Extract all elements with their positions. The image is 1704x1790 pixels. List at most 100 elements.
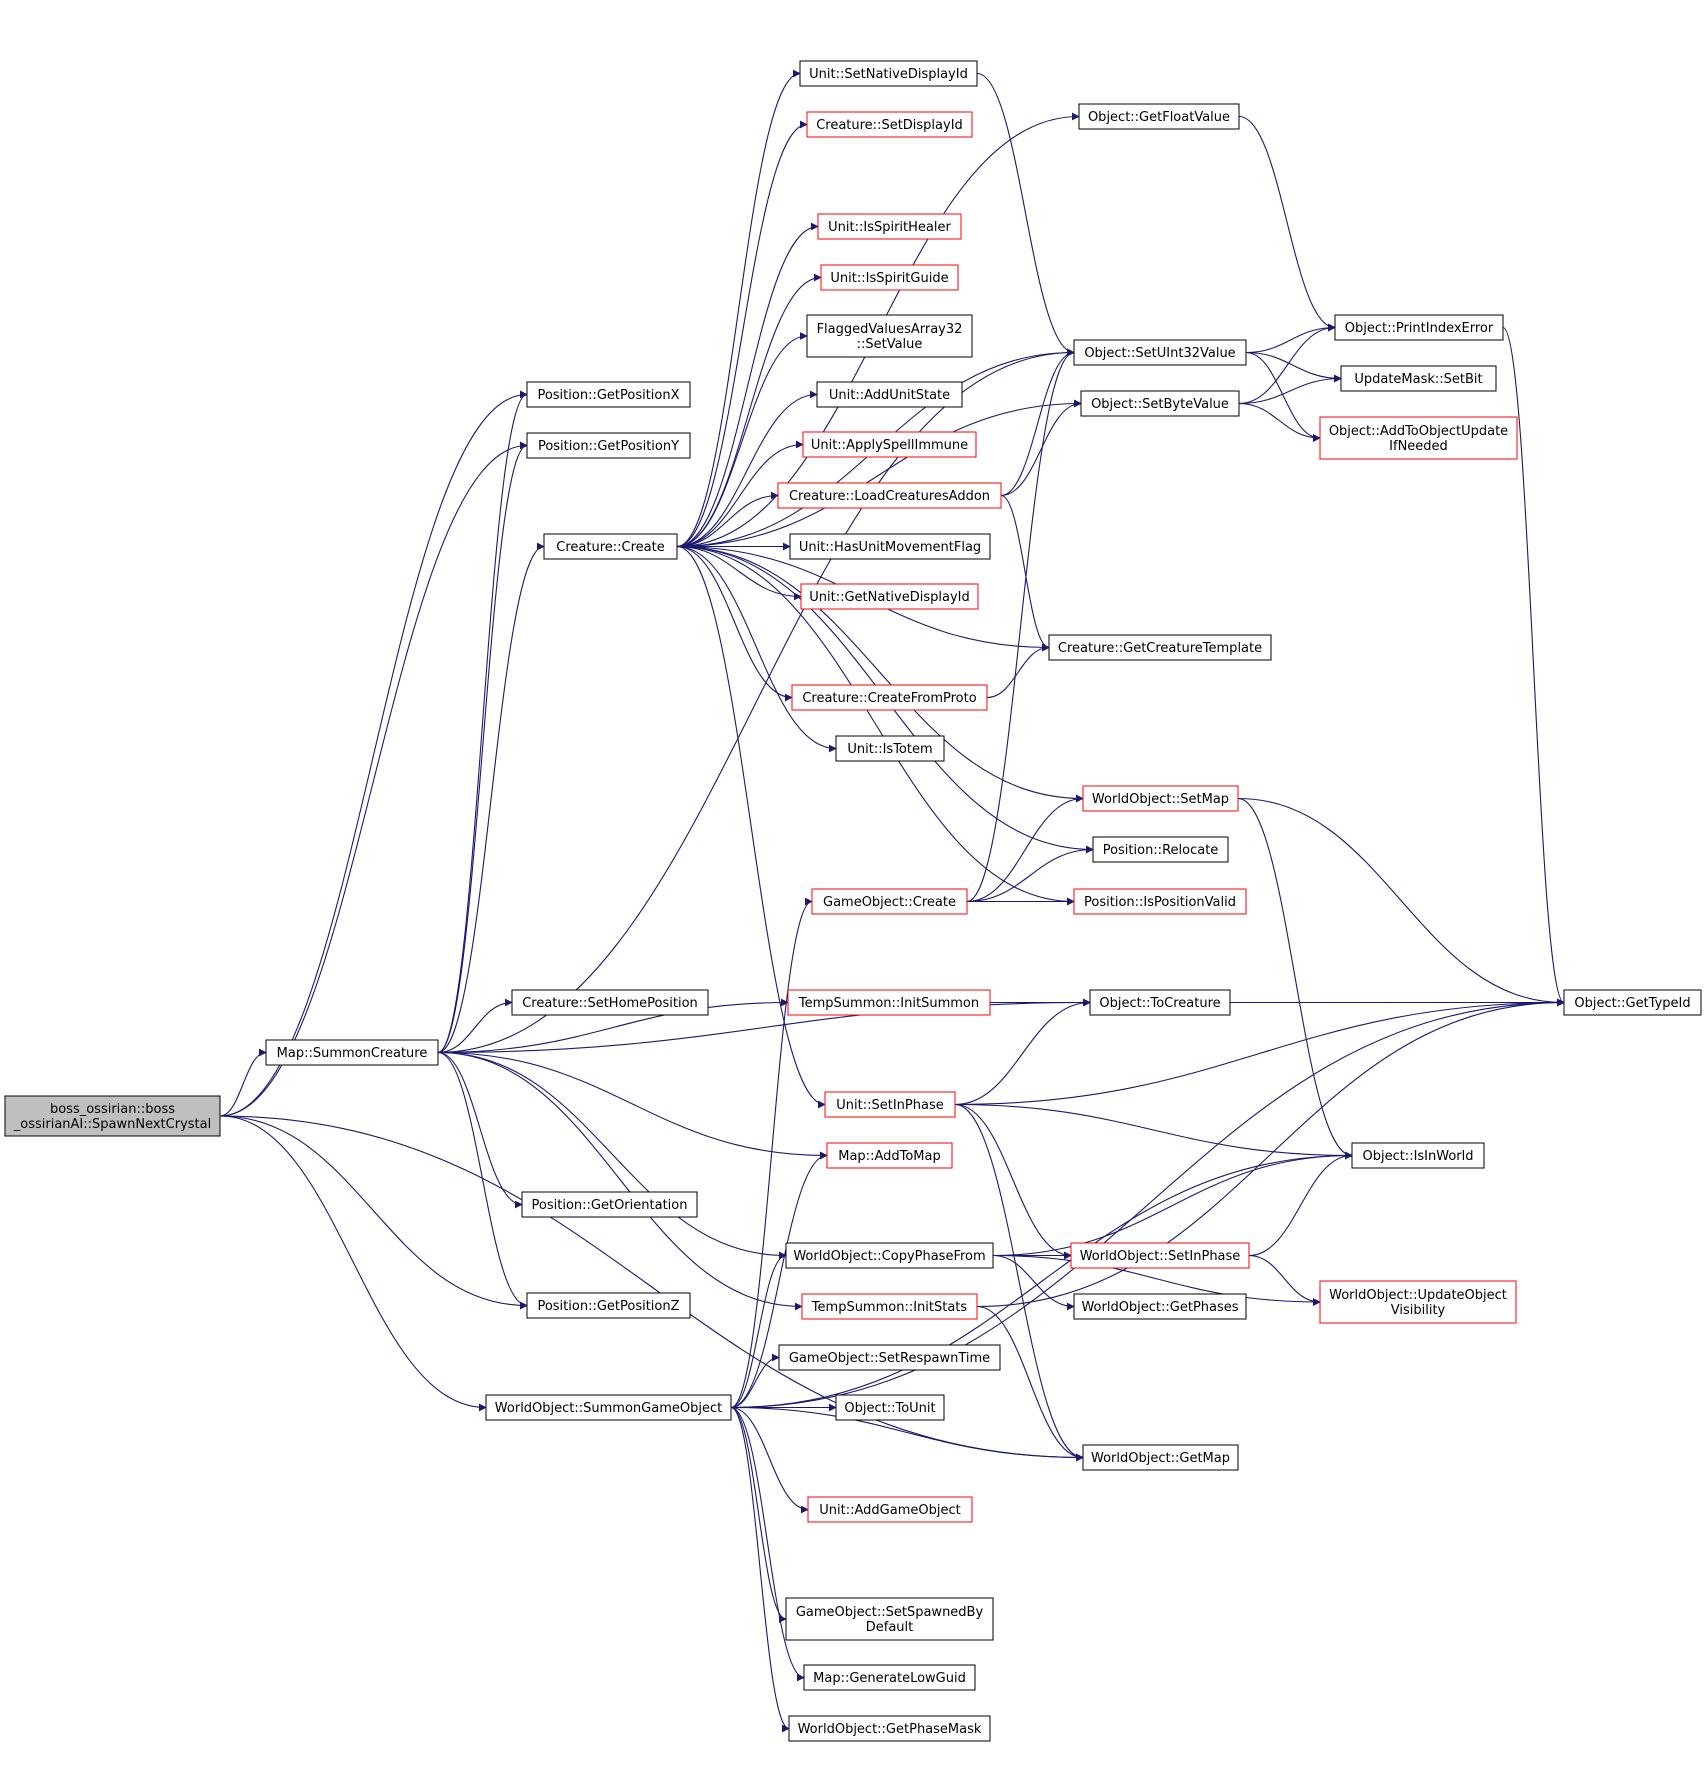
node-label: IfNeeded <box>1389 439 1448 454</box>
node-unit-set-in-phase[interactable]: Unit::SetInPhase <box>824 1091 956 1118</box>
node-get-phases[interactable]: WorldObject::GetPhases <box>1073 1293 1247 1320</box>
edge-path <box>1000 494 1050 652</box>
node-label: Object::IsInWorld <box>1362 1149 1473 1164</box>
edge-path <box>730 1406 805 1682</box>
node-is-spirit-guide[interactable]: Unit::IsSpiritGuide <box>820 264 959 291</box>
node-is-spirit-healer[interactable]: Unit::IsSpiritHealer <box>817 213 962 240</box>
edge-path <box>676 545 837 753</box>
node-is-in-world[interactable]: Object::IsInWorld <box>1351 1142 1485 1169</box>
node-creature-create[interactable]: Creature::Create <box>543 533 678 560</box>
node-copy-phase[interactable]: WorldObject::CopyPhaseFrom <box>785 1242 994 1269</box>
node-label: Unit::SetInPhase <box>836 1098 943 1113</box>
call-edge-set_byte-to-add_update <box>1238 402 1321 442</box>
node-label: Creature::SetDisplayId <box>816 118 963 133</box>
node-get-native-display[interactable]: Unit::GetNativeDisplayId <box>800 583 979 610</box>
node-get-creature-tpl[interactable]: Creature::GetCreatureTemplate <box>1048 634 1272 661</box>
node-map-summon[interactable]: Map::SummonCreature <box>265 1039 439 1066</box>
edge-path <box>219 441 528 1117</box>
node-load-addon[interactable]: Creature::LoadCreaturesAddon <box>777 482 1002 509</box>
edge-path <box>1000 348 1075 497</box>
node-box <box>789 533 991 560</box>
node-to-creature[interactable]: Object::ToCreature <box>1089 989 1231 1016</box>
node-wo-summon-go[interactable]: WorldObject::SummonGameObject <box>485 1394 732 1421</box>
node-gen-low-guid[interactable]: Map::GenerateLowGuid <box>803 1664 976 1691</box>
node-to-unit[interactable]: Object::ToUnit <box>835 1394 945 1421</box>
node-label: Position::GetPositionZ <box>537 1299 679 1314</box>
node-label: TempSummon::InitStats <box>811 1300 968 1315</box>
node-get-float[interactable]: Object::GetFloatValue <box>1078 103 1240 130</box>
edge-path <box>676 545 793 702</box>
call-edge-creature_create-to-create_from_proto <box>676 545 793 702</box>
node-set-uint32[interactable]: Object::SetUInt32Value <box>1073 339 1247 366</box>
node-box <box>785 1597 994 1641</box>
node-pos-y[interactable]: Position::GetPositionY <box>526 432 691 459</box>
edge-path <box>730 1406 787 1623</box>
node-is-totem[interactable]: Unit::IsTotem <box>835 735 945 762</box>
node-get-map[interactable]: WorldObject::GetMap <box>1082 1444 1239 1471</box>
node-init-stats[interactable]: TempSummon::InitStats <box>801 1293 978 1320</box>
call-edge-set_uint32-to-add_update <box>1245 351 1321 442</box>
node-has-move-flag[interactable]: Unit::HasUnitMovementFlag <box>789 533 991 560</box>
node-label: WorldObject::GetPhases <box>1081 1300 1238 1315</box>
call-edge-unit_set_in_phase-to-is_in_world <box>954 1103 1353 1160</box>
node-box <box>824 1091 956 1118</box>
node-create-from-proto[interactable]: Creature::CreateFromProto <box>791 684 988 711</box>
node-pos-x[interactable]: Position::GetPositionX <box>526 381 691 408</box>
call-edge-load_addon-to-get_creature_tpl <box>1000 494 1050 652</box>
node-label: Object::AddToObjectUpdate <box>1329 424 1508 439</box>
node-add-unit-state[interactable]: Unit::AddUnitState <box>816 381 963 408</box>
node-get-phase-mask[interactable]: WorldObject::GetPhaseMask <box>788 1715 991 1742</box>
call-edge-map_summon-to-creature_create <box>437 542 545 1054</box>
edge-path <box>676 545 1084 803</box>
node-pos-o[interactable]: Position::GetOrientation <box>521 1191 698 1218</box>
call-edge-go_create-to-set_uint32 <box>966 348 1075 903</box>
node-set-home[interactable]: Creature::SetHomePosition <box>511 989 709 1016</box>
node-box <box>1048 634 1272 661</box>
call-edge-wo_summon_go-to-set_spawned_default <box>730 1406 787 1623</box>
call-edge-root-to-wo_summon_go <box>219 1115 487 1412</box>
edge-path <box>1248 1151 1353 1257</box>
node-label: Object::ToUnit <box>844 1401 935 1416</box>
node-label: _ossirianAI::SpawnNextCrystal <box>13 1117 211 1132</box>
node-label: GameObject::SetRespawnTime <box>789 1351 990 1366</box>
node-is-pos-valid[interactable]: Position::IsPositionValid <box>1073 888 1247 915</box>
edge-path <box>1245 351 1342 383</box>
edge-path <box>1237 797 1353 1160</box>
node-box <box>791 684 988 711</box>
node-label: TempSummon::InitSummon <box>798 996 979 1011</box>
node-set-bit[interactable]: UpdateMask::SetBit <box>1340 365 1497 392</box>
node-label: Creature::GetCreatureTemplate <box>1058 641 1262 656</box>
node-go-create[interactable]: GameObject::Create <box>811 888 968 915</box>
node-apply-immune[interactable]: Unit::ApplySpellImmune <box>802 431 977 458</box>
node-wo-set-in-phase[interactable]: WorldObject::SetInPhase <box>1070 1242 1250 1269</box>
node-flagged-set[interactable]: FlaggedValuesArray32::SetValue <box>806 314 973 358</box>
node-add-go[interactable]: Unit::AddGameObject <box>807 1496 973 1523</box>
node-set-respawn[interactable]: GameObject::SetRespawnTime <box>778 1344 1001 1371</box>
node-map-add[interactable]: Map::AddToMap <box>826 1142 953 1169</box>
node-pos-z[interactable]: Position::GetPositionZ <box>526 1292 691 1319</box>
node-print-index-error[interactable]: Object::PrintIndexError <box>1334 314 1504 341</box>
node-set-native-display[interactable]: Unit::SetNativeDisplayId <box>799 60 978 87</box>
call-edge-creature_create-to-wo_set_map <box>676 545 1084 803</box>
edge-path <box>1238 374 1342 405</box>
node-box <box>1334 314 1504 341</box>
node-relocate[interactable]: Position::Relocate <box>1092 836 1229 863</box>
node-box <box>1073 1293 1247 1320</box>
call-edge-creature_create-to-load_addon <box>676 491 779 548</box>
node-set-byte[interactable]: Object::SetByteValue <box>1080 390 1240 417</box>
node-label: UpdateMask::SetBit <box>1354 372 1482 387</box>
node-init-summon[interactable]: TempSummon::InitSummon <box>787 989 991 1016</box>
call-edge-creature_create-to-apply_immune <box>676 440 804 548</box>
node-wo-set-map[interactable]: WorldObject::SetMap <box>1082 785 1239 812</box>
node-label: Object::ToCreature <box>1099 996 1220 1011</box>
node-label: Unit::IsTotem <box>847 742 932 757</box>
node-set-display[interactable]: Creature::SetDisplayId <box>806 111 973 138</box>
node-get-type-id[interactable]: Object::GetTypeId <box>1563 989 1702 1016</box>
call-edge-get_float-to-print_index_error <box>1238 115 1336 332</box>
call-edge-create_from_proto-to-get_creature_tpl <box>986 643 1050 699</box>
node-box <box>1073 888 1247 915</box>
